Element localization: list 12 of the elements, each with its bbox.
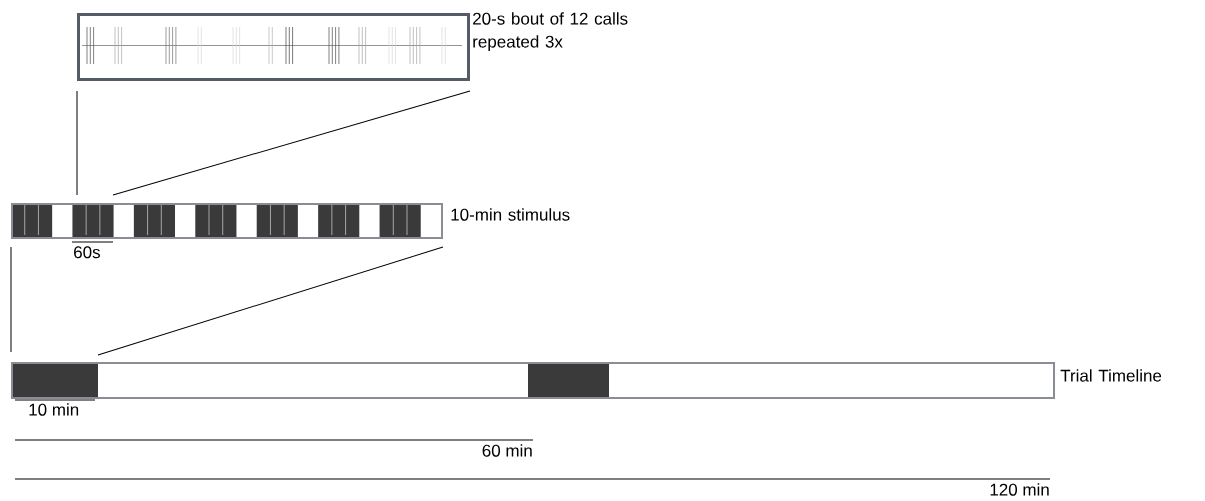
zoom-line xyxy=(97,246,444,356)
dimension-label: 60 min xyxy=(482,444,532,457)
caption-text: 20-s bout of 12 calls repeated 3x xyxy=(473,12,628,52)
dimension-label: 120 min xyxy=(990,483,1049,496)
caption-text: 10-min stimulus xyxy=(451,208,570,221)
caption-text: Trial Timeline xyxy=(1060,369,1162,382)
waveform-box xyxy=(77,13,470,81)
timeline-bar xyxy=(11,362,1055,399)
stimulus-bar xyxy=(11,203,443,239)
zoom-line xyxy=(10,246,12,353)
zoom-line xyxy=(112,90,471,196)
zoom-line xyxy=(76,90,78,196)
